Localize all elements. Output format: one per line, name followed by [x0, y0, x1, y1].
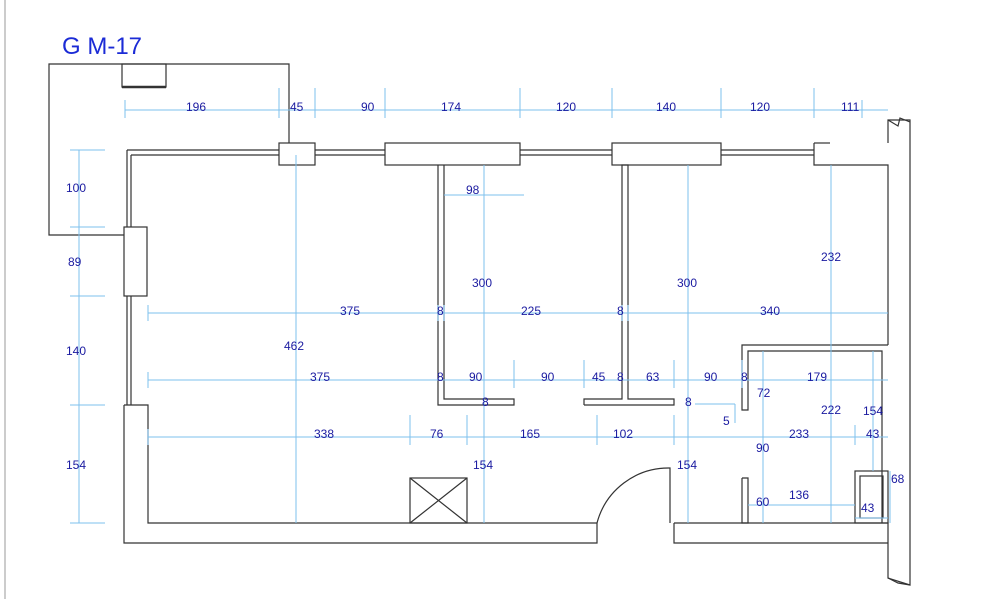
dim-label: 111 [841, 100, 860, 114]
dim-label: 90 [541, 370, 555, 384]
dim-label: 154 [473, 458, 493, 472]
dim-label: 60 [756, 495, 770, 509]
dim-label: 300 [677, 276, 697, 290]
dim-label: 300 [472, 276, 492, 290]
dim-label: 98 [466, 183, 480, 197]
dim-label: 8 [482, 395, 489, 409]
dim-label: 43 [861, 501, 875, 515]
window-left [123, 226, 148, 297]
shower-tray [854, 470, 889, 524]
dim-label: 174 [441, 100, 461, 114]
dim-label: 63 [646, 370, 660, 384]
dim-label: 90 [756, 441, 770, 455]
dim-label: 8 [741, 370, 748, 384]
dim-label: 8 [685, 395, 692, 409]
window-2 [384, 142, 521, 166]
dim-label: 225 [521, 304, 541, 318]
dim-label: 8 [437, 304, 444, 318]
shaft-box [409, 477, 468, 524]
walls [48, 63, 911, 586]
dim-label: 196 [186, 100, 206, 114]
chimney-block [121, 63, 167, 88]
balcony-outline [48, 63, 290, 236]
dim-label: 375 [310, 370, 330, 384]
dim-label: 154 [863, 404, 883, 418]
window-3 [611, 142, 722, 166]
dim-label: 8 [437, 370, 444, 384]
entry-door [596, 467, 671, 524]
dim-label: 338 [314, 427, 334, 441]
dim-label: 68 [891, 472, 905, 486]
window-1 [278, 142, 316, 166]
dim-label: 154 [66, 458, 86, 472]
dim-label: 8 [617, 304, 624, 318]
dim-label: 120 [750, 100, 770, 114]
dim-label: 375 [340, 304, 360, 318]
dim-label: 102 [613, 427, 633, 441]
dim-label: 45 [290, 100, 304, 114]
bathroom-wall [741, 344, 888, 523]
dim-label: 90 [469, 370, 483, 384]
partition-1 [437, 165, 515, 406]
plan-title: G M-17 [62, 33, 142, 60]
dim-label: 222 [821, 403, 841, 417]
bottom-right-wall [674, 119, 911, 586]
dim-label: 136 [789, 488, 809, 502]
dim-label: 90 [704, 370, 718, 384]
dim-label: 179 [807, 370, 827, 384]
dim-label: 5 [723, 414, 730, 428]
dim-label: 232 [821, 250, 841, 264]
dim-label: 165 [520, 427, 540, 441]
dim-label: 8 [617, 370, 624, 384]
dim-label: 140 [656, 100, 676, 114]
dimension-labels: 196 45 90 174 120 140 120 111 100 89 140… [66, 100, 905, 515]
dimension-lines [70, 88, 891, 524]
dim-label: 233 [789, 427, 809, 441]
dim-label: 340 [760, 304, 780, 318]
dim-label: 154 [677, 458, 697, 472]
dim-label: 72 [757, 386, 771, 400]
partition-2 [583, 164, 675, 406]
dim-label: 462 [284, 339, 304, 353]
dim-label: 76 [430, 427, 444, 441]
dim-label: 120 [556, 100, 576, 114]
dim-label: 90 [361, 100, 375, 114]
dim-label: 100 [66, 181, 86, 195]
dim-label: 89 [68, 255, 82, 269]
window-4 [813, 143, 889, 345]
bottom-left-wall [123, 404, 598, 544]
dim-label: 45 [592, 370, 606, 384]
dim-label: 43 [866, 427, 880, 441]
dim-label: 140 [66, 344, 86, 358]
